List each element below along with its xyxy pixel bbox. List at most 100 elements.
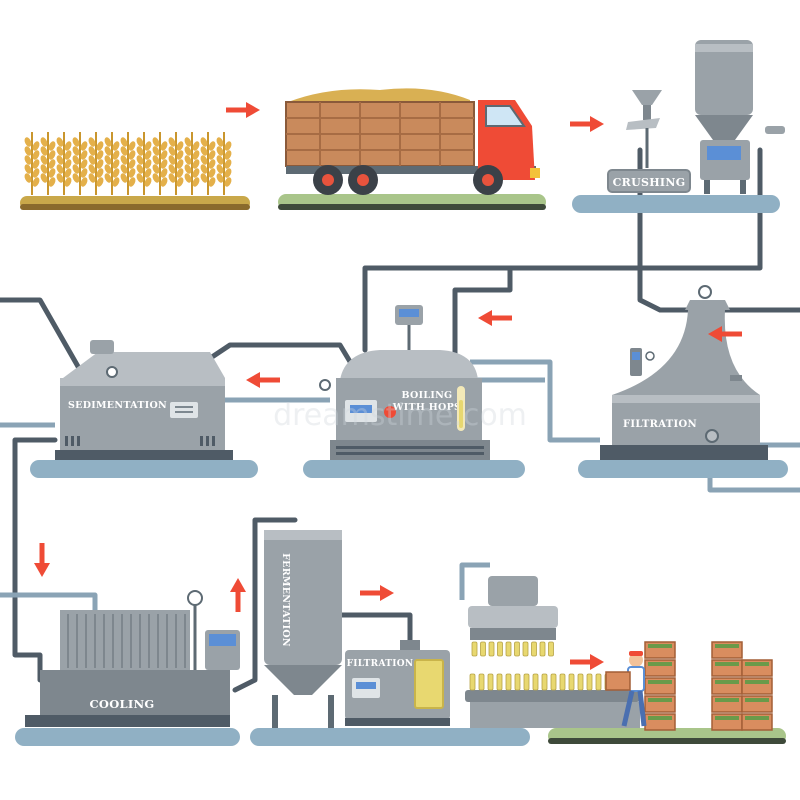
crate xyxy=(644,659,676,677)
silo xyxy=(695,40,753,115)
bottle xyxy=(523,673,530,691)
bottle xyxy=(514,673,521,691)
bottle xyxy=(471,641,478,657)
wheat-stalk xyxy=(184,132,200,195)
flow-arrows xyxy=(34,102,742,670)
wheat-stalk xyxy=(136,132,152,195)
crushing-screen xyxy=(707,146,741,160)
bottle xyxy=(532,673,539,691)
boiling-label-2: WITH HOPS xyxy=(392,402,461,413)
conveyor-bottles xyxy=(469,673,629,691)
bottle xyxy=(539,641,546,657)
wheat-stalk xyxy=(88,132,104,195)
wheat-stalk xyxy=(40,132,56,195)
flow-arrow xyxy=(230,578,246,612)
flow-arrow xyxy=(246,372,280,388)
filtration-unit-bottom: FILTRATION xyxy=(345,640,450,726)
bottle xyxy=(487,673,494,691)
crate xyxy=(711,659,743,677)
watermark: dreamstime.com xyxy=(273,398,527,433)
wheat-stalk xyxy=(104,132,120,195)
wheat-stalk xyxy=(24,132,40,195)
crushing-label-box xyxy=(607,169,691,193)
flow-arrow xyxy=(34,543,50,577)
bottle xyxy=(514,641,520,657)
crate xyxy=(711,677,743,695)
crate xyxy=(741,713,773,731)
bottle xyxy=(550,673,557,691)
crate xyxy=(644,713,676,731)
bottle xyxy=(568,673,575,691)
platforms xyxy=(15,194,788,746)
bottle xyxy=(469,673,476,691)
bottle xyxy=(541,673,548,691)
wheat-stalk xyxy=(168,132,184,195)
crate xyxy=(711,641,743,659)
filtration-top-label: FILTRATION xyxy=(623,419,697,430)
wheat-stalk xyxy=(216,132,232,195)
boiling-label-1: BOILING xyxy=(402,390,453,401)
bottling-machine xyxy=(465,576,640,728)
filtration-window xyxy=(414,659,444,709)
sedimentation-gauge xyxy=(106,366,118,378)
platform-cooling xyxy=(15,728,240,746)
platform-sedimentation xyxy=(30,460,258,478)
flow-arrow xyxy=(570,654,604,670)
hopper xyxy=(632,90,662,105)
filling-bottles xyxy=(471,641,554,657)
crate xyxy=(711,713,743,731)
crate xyxy=(741,659,773,677)
grain-truck xyxy=(285,88,540,195)
wheat-stalk xyxy=(56,132,72,195)
bottle xyxy=(559,673,566,691)
platform-boiling xyxy=(303,460,525,478)
bottle xyxy=(488,641,495,657)
cooling-label: COOLING xyxy=(89,697,154,711)
flow-arrow xyxy=(226,102,260,118)
bottle xyxy=(548,641,554,657)
flow-arrow xyxy=(708,326,742,342)
wheat-stalk xyxy=(120,132,136,195)
fermentation-tank: FERMENTATION xyxy=(264,530,342,728)
bottle xyxy=(480,641,486,657)
crate xyxy=(741,677,773,695)
bottle xyxy=(522,641,529,657)
platform-filtration-top xyxy=(578,460,788,478)
crushing-machine: CRUSHING xyxy=(607,40,785,194)
filtration-bottom-label: FILTRATION xyxy=(347,659,414,669)
bottle xyxy=(505,673,512,691)
wheat-stalk xyxy=(200,132,216,195)
flow-arrow xyxy=(570,116,604,132)
beer-crates xyxy=(644,641,773,731)
wheat-stalk xyxy=(72,132,88,195)
crate xyxy=(741,695,773,713)
bottle xyxy=(505,641,512,657)
boiling-kettle: BOILING WITH HOPS xyxy=(319,305,490,460)
crate xyxy=(644,677,676,695)
flow-arrow xyxy=(360,585,394,601)
truck-wheels xyxy=(313,165,503,195)
wheat-stalk xyxy=(152,132,168,195)
sedimentation-tank: SEDIMENTATION xyxy=(55,340,233,460)
bottle xyxy=(577,673,584,691)
worker xyxy=(605,651,647,727)
fermentation-label: FERMENTATION xyxy=(280,553,291,647)
platform-fermentation xyxy=(250,728,530,746)
filtration-vessel-top: FILTRATION xyxy=(600,285,768,460)
bottle xyxy=(595,673,602,691)
bottle xyxy=(478,673,485,691)
bottle xyxy=(497,641,503,657)
platform-crushing xyxy=(572,195,780,213)
bottle xyxy=(496,673,503,691)
bottle xyxy=(586,673,593,691)
crate xyxy=(644,695,676,713)
crushing-label: CRUSHING xyxy=(613,176,686,189)
crate xyxy=(711,695,743,713)
wheat-field xyxy=(24,132,232,195)
sedimentation-label: SEDIMENTATION xyxy=(68,400,167,411)
bottle xyxy=(531,641,537,657)
cooling-unit: COOLING xyxy=(25,590,240,727)
cooling-screen xyxy=(209,634,236,646)
crate xyxy=(644,641,676,659)
